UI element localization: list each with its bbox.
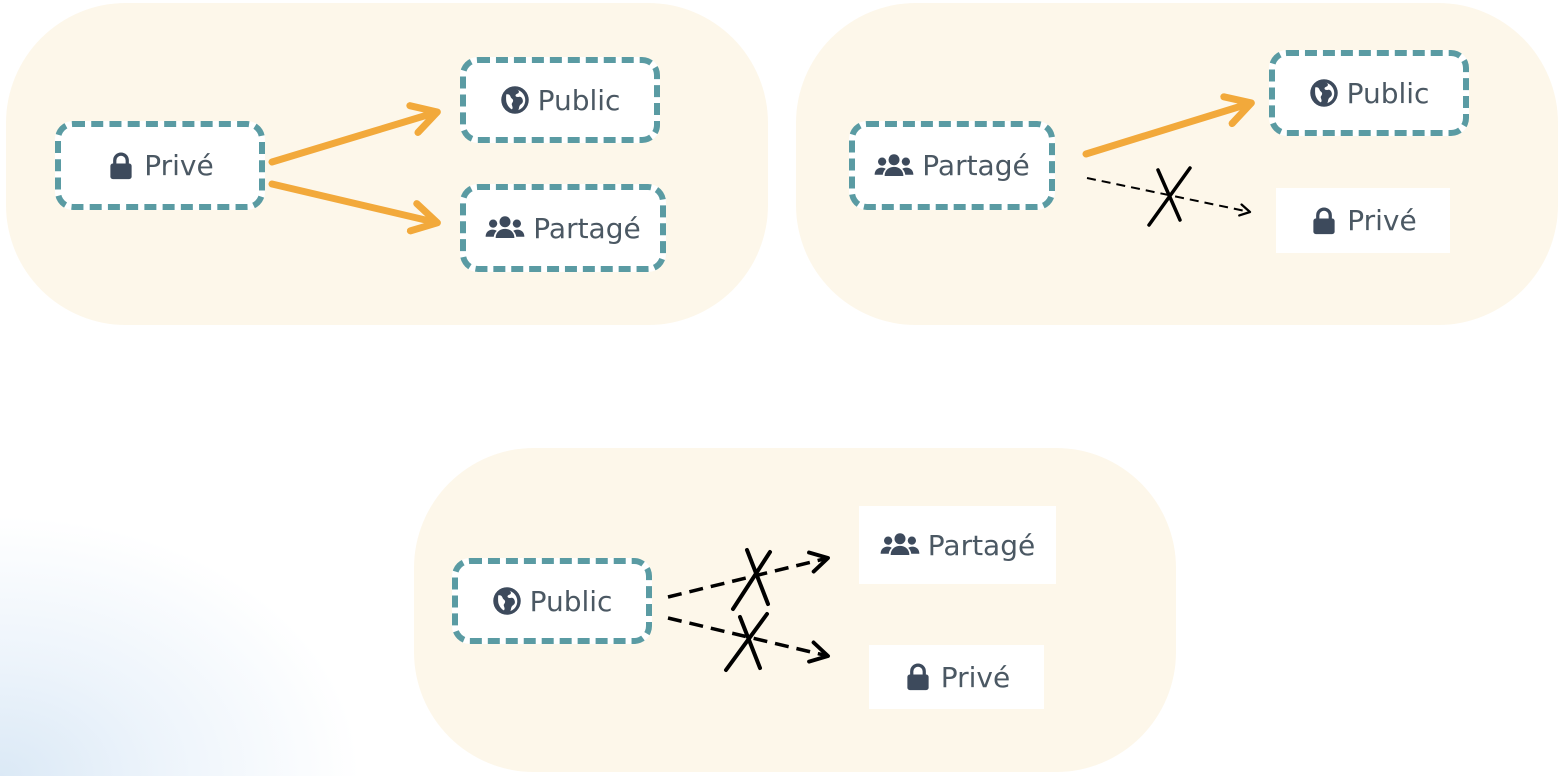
badge-label: Privé bbox=[940, 660, 1011, 694]
badge-label: Partagé bbox=[533, 211, 641, 245]
source-badge-prive: Privé bbox=[55, 121, 265, 210]
target-badge-prive-unselected: Privé bbox=[1276, 188, 1450, 253]
source-badge-partage: Partagé bbox=[849, 121, 1055, 210]
users-icon bbox=[485, 213, 525, 243]
badge-label: Public bbox=[529, 584, 613, 618]
badge-label: Partagé bbox=[922, 149, 1030, 182]
badge-label: Privé bbox=[144, 149, 214, 182]
lock-icon bbox=[1309, 206, 1339, 236]
users-icon bbox=[880, 530, 920, 560]
badge-label: Privé bbox=[1347, 204, 1417, 237]
badge-label: Public bbox=[1346, 76, 1430, 110]
target-badge-partage-unselected: Partagé bbox=[859, 506, 1056, 584]
target-badge-public: Public bbox=[1269, 50, 1469, 136]
users-icon bbox=[874, 151, 914, 181]
lock-icon bbox=[903, 662, 933, 692]
globe-icon bbox=[1309, 78, 1339, 108]
badge-label: Public bbox=[537, 83, 621, 117]
lock-icon bbox=[106, 151, 136, 181]
badge-label: Partagé bbox=[927, 528, 1036, 562]
target-badge-prive-unselected: Privé bbox=[869, 645, 1044, 709]
globe-icon bbox=[492, 586, 522, 616]
target-badge-public: Public bbox=[460, 57, 660, 143]
globe-icon bbox=[500, 85, 530, 115]
target-badge-partage: Partagé bbox=[460, 184, 666, 272]
source-badge-public: Public bbox=[452, 558, 652, 644]
